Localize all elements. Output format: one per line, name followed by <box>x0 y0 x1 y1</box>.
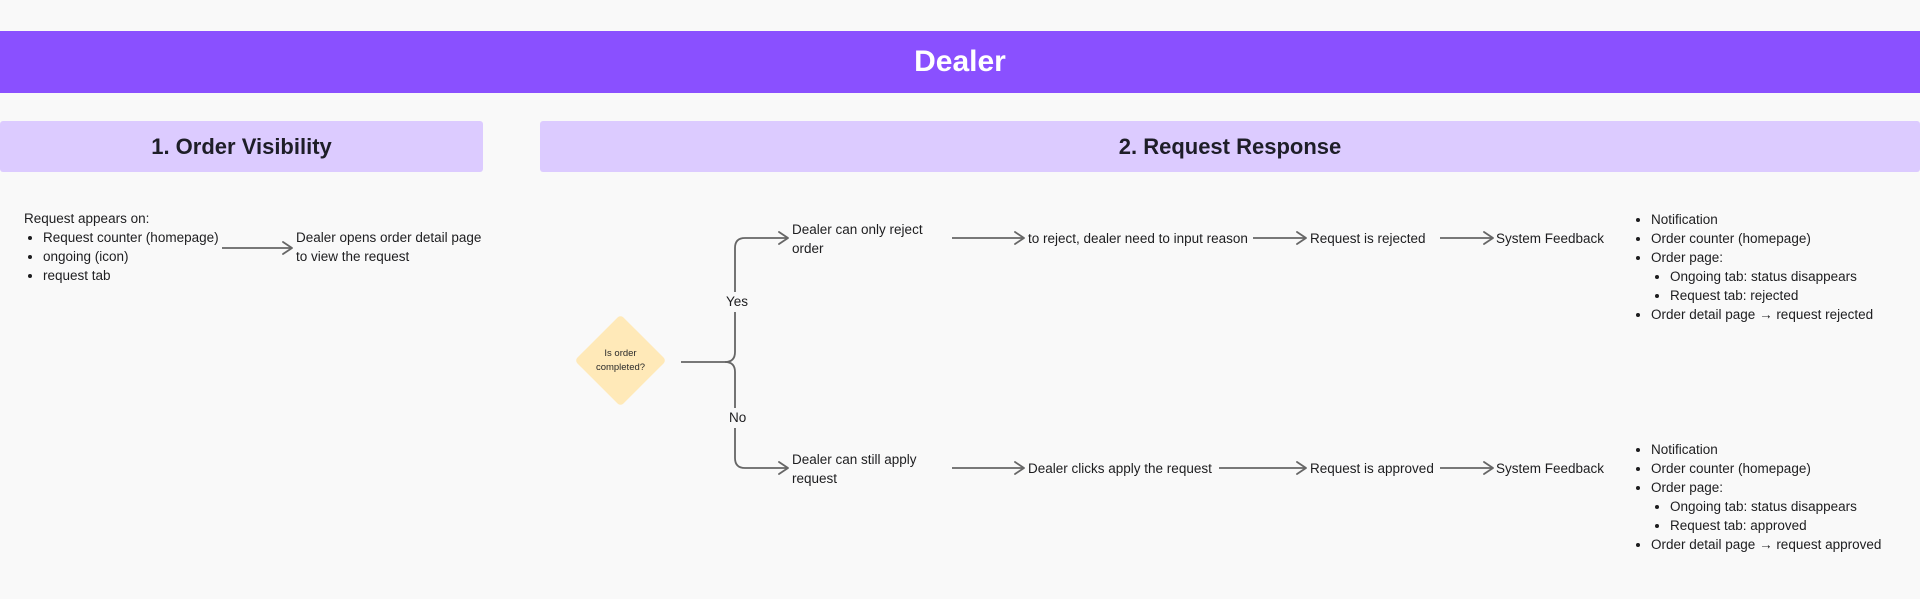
banner: Dealer <box>0 31 1920 93</box>
list-item: Order counter (homepage) <box>1651 459 1881 478</box>
approve-step-3: Request is approved <box>1310 461 1434 476</box>
section-title-order-visibility: 1. Order Visibility <box>151 133 332 159</box>
section-title-request-response: 2. Request Response <box>1118 133 1342 159</box>
reject-step-2: to reject, dealer need to input reason <box>1028 231 1248 246</box>
branch-label-yes: Yes <box>724 292 751 312</box>
list-item: Ongoing tab: status disappears <box>1670 267 1873 286</box>
dealer-opens-detail-node: Dealer opens order detail page to view t… <box>296 230 482 264</box>
decision-diamond: Is order completed? <box>564 304 677 417</box>
reject-system-feedback: System Feedback <box>1496 231 1605 246</box>
list-item: Ongoing tab: status disappears <box>1670 497 1881 516</box>
list-item: Order page: Ongoing tab: status disappea… <box>1651 478 1881 535</box>
section-header-request-response: 2. Request Response <box>540 121 1920 172</box>
list-item: Notification <box>1651 440 1881 459</box>
list-item: request tab <box>43 266 219 285</box>
list-item: Request tab: approved <box>1670 516 1881 535</box>
approve-step-2: Dealer clicks apply the request <box>1028 461 1212 476</box>
list-item: Request counter (homepage) <box>43 228 219 247</box>
list-item-label: Order page: <box>1651 480 1724 495</box>
reject-step-3: Request is rejected <box>1310 231 1426 246</box>
list-item: Order counter (homepage) <box>1651 229 1873 248</box>
section-header-order-visibility: 1. Order Visibility <box>0 121 483 172</box>
list-item: Order detail page → request rejected <box>1651 305 1873 324</box>
decision-question: Is order completed? <box>595 347 646 373</box>
approve-system-feedback: System Feedback <box>1496 461 1605 476</box>
list-item: Order page: Ongoing tab: status disappea… <box>1651 248 1873 305</box>
branch-label-no: No <box>727 408 749 428</box>
list-item: Order detail page → request approved <box>1651 535 1881 554</box>
diamond-shape <box>576 316 665 405</box>
reject-feedback-list: Notification Order counter (homepage) Or… <box>1632 210 1873 324</box>
list-item: Request tab: rejected <box>1670 286 1873 305</box>
reject-step-1: Dealer can only reject order <box>792 222 923 256</box>
list-item: Notification <box>1651 210 1873 229</box>
list-item: ongoing (icon) <box>43 247 219 266</box>
approve-step-1: Dealer can still apply request <box>792 452 917 486</box>
request-appears-block: Request appears on: Request counter (hom… <box>24 209 219 285</box>
list-item-label: Order page: <box>1651 250 1724 265</box>
request-appears-intro: Request appears on: <box>24 211 150 226</box>
approve-feedback-list: Notification Order counter (homepage) Or… <box>1632 440 1881 554</box>
request-appears-list: Request counter (homepage) ongoing (icon… <box>24 228 219 285</box>
banner-title: Dealer <box>914 45 1006 78</box>
